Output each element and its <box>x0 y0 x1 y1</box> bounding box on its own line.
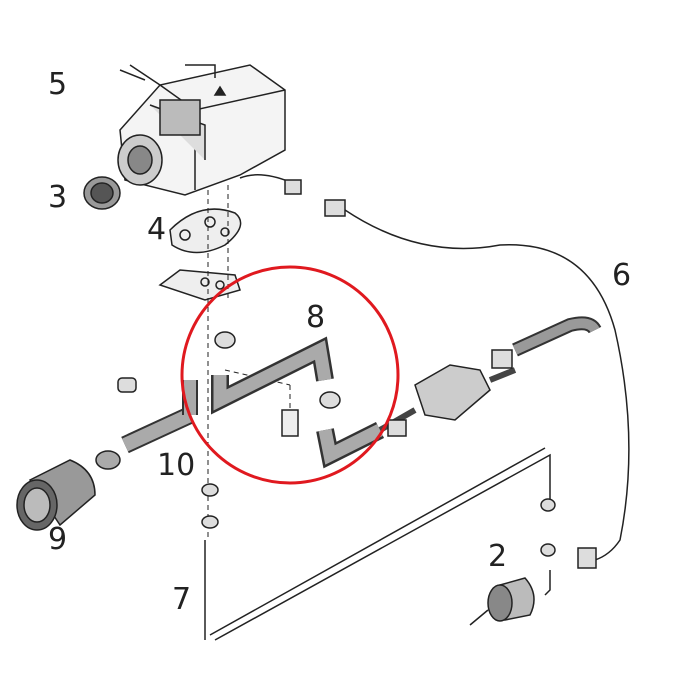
heater-unit <box>117 64 286 196</box>
highlight-circle <box>180 265 400 485</box>
part-label-4: 4 <box>147 212 167 247</box>
part-label-5: 5 <box>48 67 68 102</box>
part-label-9: 9 <box>48 522 68 557</box>
part-label-2: 2 <box>488 539 508 574</box>
part-label-3: 3 <box>48 180 68 215</box>
part-label-8: 8 <box>306 300 326 335</box>
part-label-10: 10 <box>157 448 196 483</box>
fuel-line <box>201 447 556 641</box>
fuel-pump <box>469 570 551 626</box>
intake-pipe <box>95 377 198 470</box>
wiring-harness <box>239 174 630 569</box>
intake-silencer <box>16 459 96 531</box>
exhaust-hose <box>211 331 407 469</box>
exhaust-silencer <box>378 316 602 433</box>
air-intake-grille <box>83 176 121 210</box>
part-label-6: 6 <box>612 258 632 293</box>
part-label-7: 7 <box>172 582 192 617</box>
